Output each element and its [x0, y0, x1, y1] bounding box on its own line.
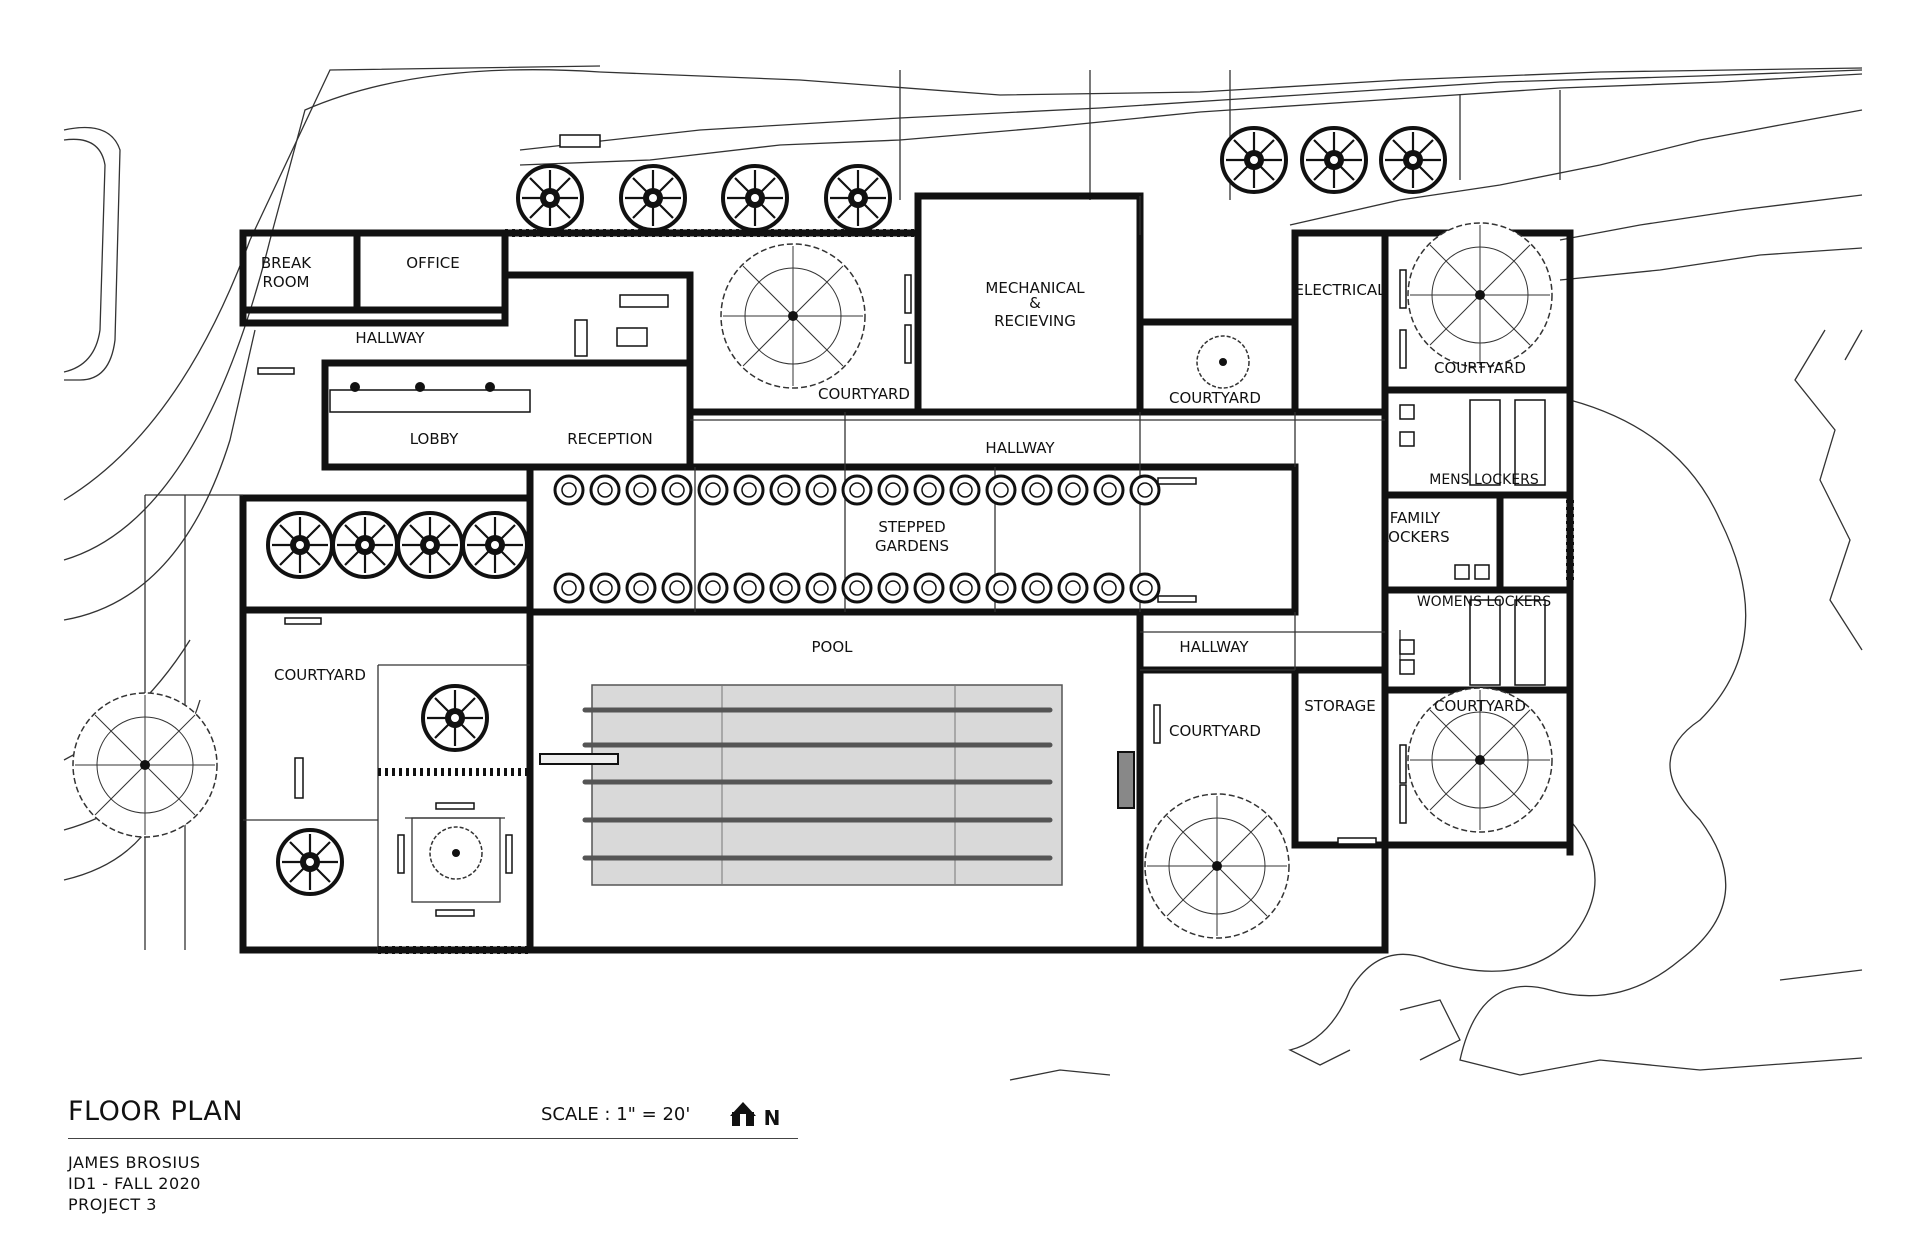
- garden-shrub: [841, 572, 873, 604]
- course-name: ID1 - FALL 2020: [68, 1174, 201, 1193]
- label-reception: RECEPTION: [567, 430, 653, 448]
- garden-shrub: [913, 474, 945, 506]
- garden-shrub: [769, 572, 801, 604]
- garden-shrub: [625, 474, 657, 506]
- garden-shrub: [625, 572, 657, 604]
- label-hallway-west: HALLWAY: [355, 329, 425, 347]
- plan-title: FLOOR PLAN: [68, 1096, 244, 1127]
- garden-shrub: [1093, 474, 1125, 506]
- label-courtyard-small: COURTYARD: [1169, 389, 1261, 407]
- label-hallway-east: HALLWAY: [1179, 638, 1249, 656]
- furniture: [257, 134, 1546, 917]
- small-trees: [429, 335, 1250, 880]
- north-arrow-icon: N: [728, 1100, 788, 1132]
- garden-shrub: [697, 474, 729, 506]
- garden-shrub: [589, 474, 621, 506]
- label-mens-lockers: MENS LOCKERS: [1429, 472, 1539, 488]
- garden-shrub: [805, 474, 837, 506]
- label-lobby: LOBBY: [410, 430, 459, 448]
- author-name: JAMES BROSIUS: [68, 1153, 201, 1172]
- garden-shrub: [769, 474, 801, 506]
- north-label: N: [764, 1106, 781, 1130]
- window-strips: [378, 229, 1574, 954]
- garden-shrub: [841, 474, 873, 506]
- scale-label: SCALE : 1" = 20': [541, 1104, 691, 1125]
- garden-shrub: [661, 572, 693, 604]
- garden-shrub: [733, 474, 765, 506]
- garden-shrub: [1021, 572, 1053, 604]
- label-courtyard-north: COURTYARD: [818, 385, 910, 403]
- label-womens-lockers: WOMENS LOCKERS: [1417, 594, 1551, 610]
- project-name: PROJECT 3: [68, 1195, 157, 1214]
- label-courtyard-se: COURTYARD: [1169, 722, 1261, 740]
- garden-shrub: [1021, 474, 1053, 506]
- garden-shrub: [1093, 572, 1125, 604]
- lobby-seating: [350, 382, 495, 392]
- label-office: OFFICE: [406, 254, 459, 272]
- label-courtyard-east: COURTYARD: [1434, 697, 1526, 715]
- garden-shrub: [1129, 474, 1161, 506]
- garden-shrub: [553, 474, 585, 506]
- garden-shrub: [877, 474, 909, 506]
- label-storage: STORAGE: [1304, 697, 1375, 715]
- garden-shrub: [1129, 572, 1161, 604]
- label-mechanical: MECHANICAL&RECIEVING: [985, 279, 1085, 330]
- garden-shrub: [733, 572, 765, 604]
- title-rule: [68, 1138, 798, 1139]
- garden-shrub: [805, 572, 837, 604]
- garden-shrub: [1057, 572, 1089, 604]
- label-pool: POOL: [811, 638, 853, 656]
- garden-shrub: [589, 572, 621, 604]
- garden-shrubs: [553, 474, 1161, 604]
- garden-shrub: [949, 572, 981, 604]
- garden-shrub: [1057, 474, 1089, 506]
- garden-shrub: [697, 572, 729, 604]
- garden-shrub: [877, 572, 909, 604]
- label-courtyard-sw: COURTYARD: [274, 666, 366, 684]
- garden-shrub: [661, 474, 693, 506]
- author-lines: JAMES BROSIUS ID1 - FALL 2020 PROJECT 3: [68, 1152, 201, 1215]
- garden-shrub: [949, 474, 981, 506]
- garden-shrub: [985, 474, 1017, 506]
- garden-shrub: [985, 572, 1017, 604]
- label-courtyard-ne: COURTYARD: [1434, 359, 1526, 377]
- label-electrical: ELECTRICAL: [1295, 281, 1387, 299]
- garden-shrub: [913, 572, 945, 604]
- pool: [539, 684, 1135, 886]
- label-hallway-main: HALLWAY: [985, 439, 1055, 457]
- garden-shrub: [553, 572, 585, 604]
